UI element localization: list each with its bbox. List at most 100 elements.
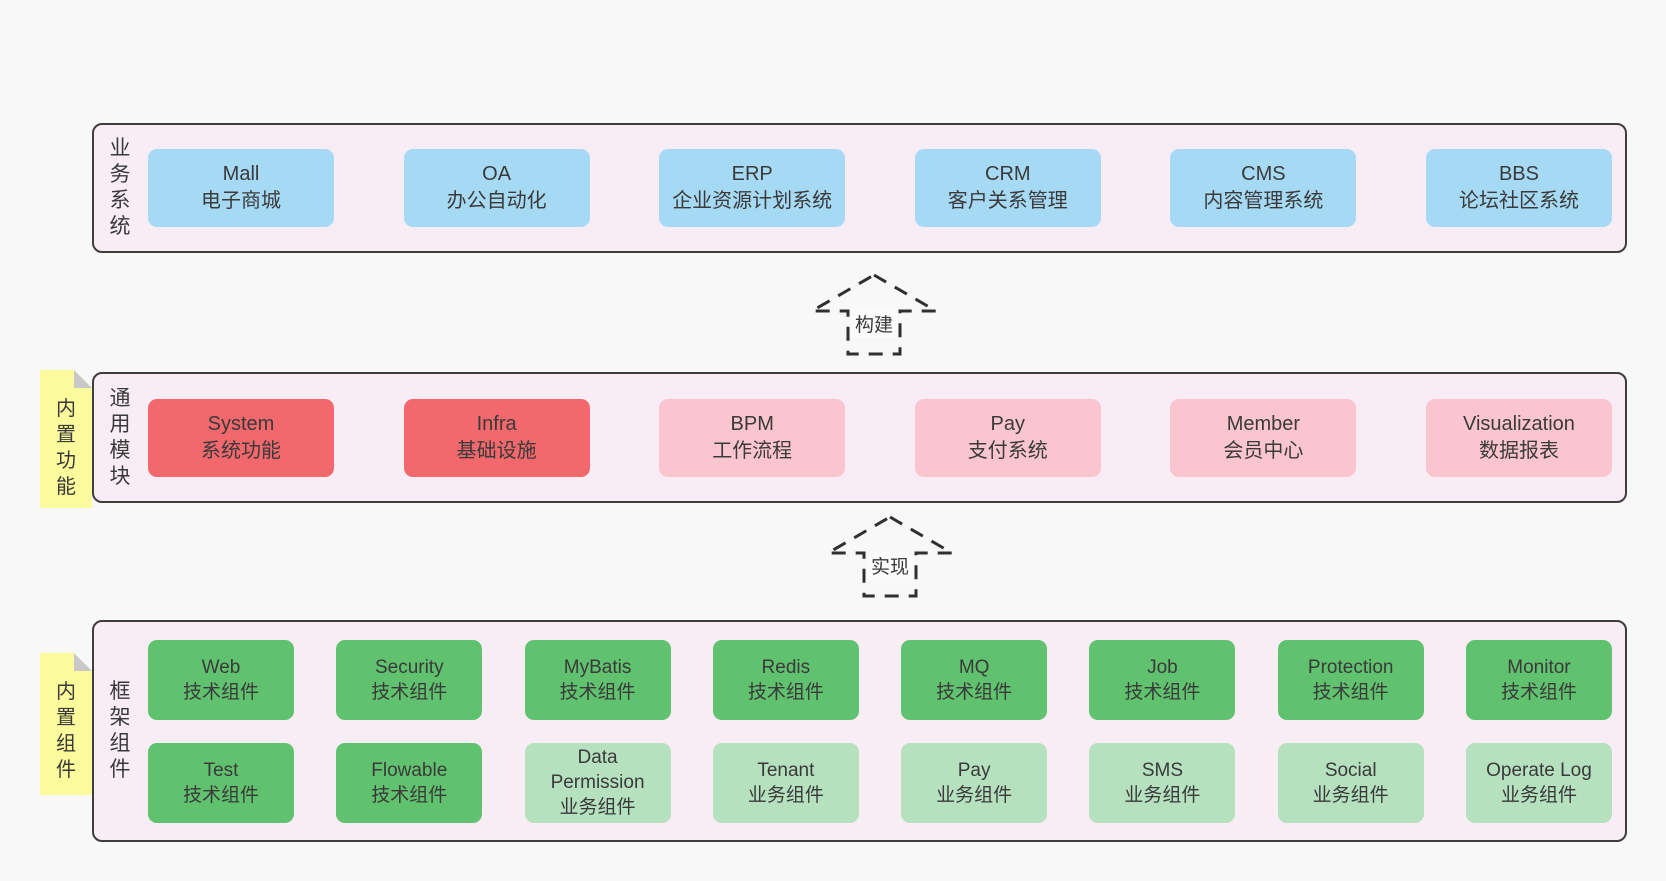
vertical-char: 件 bbox=[56, 759, 76, 781]
node-job: Job 技术组件 bbox=[1089, 639, 1236, 720]
vertical-char: 功 bbox=[56, 450, 76, 472]
node-monitor: Monitor 技术组件 bbox=[1465, 639, 1612, 720]
node-subtitle: 电子商城 bbox=[201, 190, 281, 212]
vertical-char: 置 bbox=[56, 424, 76, 446]
vertical-char: 内 bbox=[56, 681, 76, 703]
node-subtitle: 数据报表 bbox=[1478, 439, 1559, 462]
build-arrow: 构建 bbox=[809, 272, 939, 358]
node-title: Redis bbox=[761, 656, 811, 678]
vertical-char: 能 bbox=[56, 476, 76, 498]
vertical-char: 架 bbox=[109, 706, 131, 729]
folded-corner-icon bbox=[74, 653, 92, 671]
node-title: ERP bbox=[731, 163, 773, 185]
node-flowable: Flowable 技术组件 bbox=[336, 742, 483, 823]
node-subtitle: 客户关系管理 bbox=[947, 190, 1068, 212]
vertical-char: 系 bbox=[109, 189, 131, 212]
vertical-char: 业 bbox=[109, 137, 131, 160]
band-label-common-modules: 通用模块 bbox=[94, 374, 142, 501]
band-business-systems: 业务系统 Mall 电子商城 OA 办公自动化 ERP 企业资源计划系统 CRM 客户关系管理… bbox=[92, 123, 1627, 253]
node-title: SMS bbox=[1141, 759, 1183, 781]
node-title: Pay bbox=[957, 759, 991, 781]
node-pay: Pay 支付系统 bbox=[914, 398, 1101, 477]
node-title: Visualization bbox=[1463, 412, 1575, 435]
node-title: Web bbox=[201, 656, 241, 678]
node-title: Pay bbox=[990, 412, 1026, 435]
node-operate-log: Operate Log 业务组件 bbox=[1465, 742, 1612, 823]
node-subtitle: 基础设施 bbox=[456, 439, 537, 462]
node-subtitle: 技术组件 bbox=[182, 681, 259, 703]
band-label-business-systems: 业务系统 bbox=[94, 125, 142, 251]
sticky-note-text: 内置组件 bbox=[40, 653, 92, 783]
node-title: Security bbox=[374, 656, 444, 678]
node-subtitle: 技术组件 bbox=[182, 784, 259, 806]
node-title: System bbox=[207, 412, 275, 435]
node-subtitle: 业务组件 bbox=[1500, 784, 1577, 806]
node-subtitle: 技术组件 bbox=[559, 681, 636, 703]
node-test: Test 技术组件 bbox=[148, 742, 294, 823]
implement-arrow: 实现 bbox=[825, 514, 955, 600]
node-title: Social bbox=[1324, 759, 1377, 781]
node-title: BPM bbox=[730, 412, 774, 435]
node-subtitle: 业务组件 bbox=[1312, 784, 1389, 806]
node-subtitle: 支付系统 bbox=[967, 439, 1048, 462]
node-security: Security 技术组件 bbox=[336, 639, 483, 720]
node-subtitle: 技术组件 bbox=[936, 681, 1013, 703]
node-title: Mall bbox=[222, 163, 260, 185]
vertical-char: 框 bbox=[109, 680, 131, 703]
node-title: OA bbox=[482, 163, 512, 185]
node-title: CRM bbox=[985, 163, 1031, 185]
node-subtitle: 技术组件 bbox=[1500, 681, 1577, 703]
node-title: Test bbox=[203, 759, 239, 781]
node-title: Protection bbox=[1307, 656, 1394, 678]
node-mall: Mall 电子商城 bbox=[148, 149, 334, 227]
node-mybatis: MyBatis 技术组件 bbox=[524, 639, 671, 720]
vertical-char: 模 bbox=[109, 438, 131, 462]
node-subtitle: 业务组件 bbox=[936, 784, 1013, 806]
node-subtitle: 技术组件 bbox=[1124, 681, 1201, 703]
node-subtitle: 业务组件 bbox=[559, 797, 636, 818]
dashed-up-arrow-icon bbox=[809, 273, 939, 356]
node-subtitle: 企业资源计划系统 bbox=[672, 190, 833, 212]
node-title: Operate Log bbox=[1486, 759, 1592, 781]
node-oa: OA 办公自动化 bbox=[403, 149, 590, 227]
node-mq: MQ 技术组件 bbox=[901, 639, 1048, 720]
node-title: Monitor bbox=[1507, 656, 1571, 678]
node-web: Web 技术组件 bbox=[148, 639, 294, 720]
sticky-note-built-in-features: 内置功能 bbox=[40, 370, 92, 508]
node-visualization: Visualization 数据报表 bbox=[1425, 398, 1612, 477]
node-title: MyBatis bbox=[563, 656, 632, 678]
node-title: Member bbox=[1226, 412, 1301, 435]
vertical-char: 统 bbox=[109, 215, 131, 238]
vertical-char: 用 bbox=[109, 412, 131, 436]
vertical-char: 通 bbox=[109, 386, 131, 410]
node-subtitle: 技术组件 bbox=[371, 784, 448, 806]
node-protection: Protection 技术组件 bbox=[1277, 639, 1424, 720]
node-subtitle: 论坛社区系统 bbox=[1458, 190, 1579, 212]
band-label-framework-components: 框架组件 bbox=[94, 622, 142, 840]
node-title: Infra bbox=[476, 412, 517, 435]
vertical-char: 内 bbox=[56, 398, 76, 420]
node-subtitle: 技术组件 bbox=[1312, 681, 1389, 703]
node-crm: CRM 客户关系管理 bbox=[914, 149, 1101, 227]
node-subtitle: 技术组件 bbox=[371, 681, 448, 703]
node-subtitle: 办公自动化 bbox=[446, 190, 547, 212]
sticky-note-text: 内置功能 bbox=[40, 370, 92, 500]
node-title: Job bbox=[1147, 656, 1178, 678]
node-title: Flowable bbox=[371, 759, 448, 781]
node-title: MQ bbox=[958, 656, 990, 678]
dashed-up-arrow-icon bbox=[825, 515, 955, 598]
node-subtitle: 内容管理系统 bbox=[1203, 190, 1324, 212]
